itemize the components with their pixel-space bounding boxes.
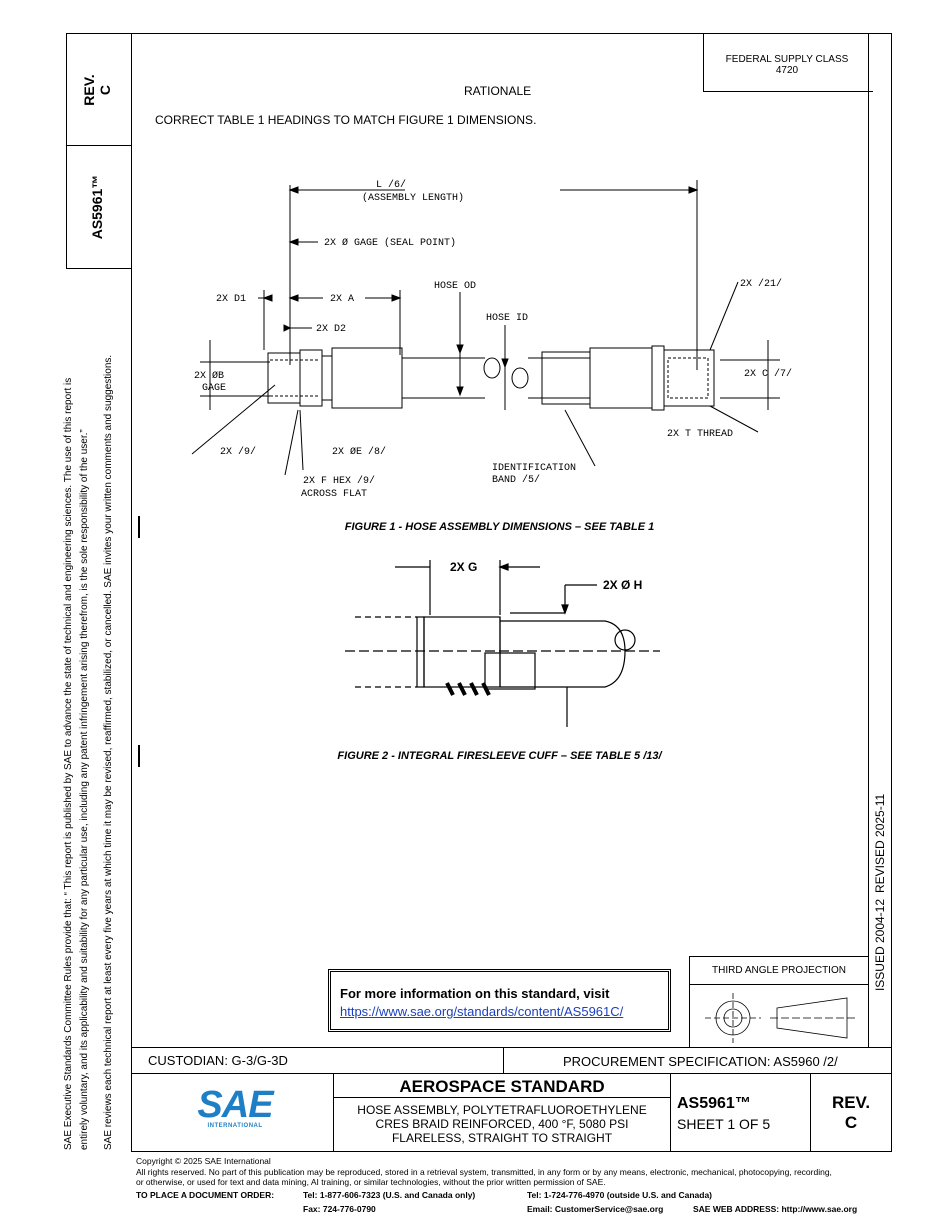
disclaimer-line-3: SAE reviews each technical report at lea… (103, 354, 114, 1150)
label-g: 2X G (450, 560, 477, 574)
label-9: 2X /9/ (220, 446, 256, 458)
custodian: CUSTODIAN: G-3/G-3D (148, 1053, 288, 1068)
order-label: TO PLACE A DOCUMENT ORDER: (136, 1190, 275, 1200)
sae-logo: SAE INTERNATIONAL (197, 1084, 273, 1129)
document-number: AS5961™ (677, 1095, 751, 1112)
issued-date: ISSUED 2004-12 (873, 898, 887, 992)
disclaimer-line-2: entirely voluntary, and its applicabilit… (79, 429, 90, 1150)
tel-us: Tel: 1-877-606-7323 (U.S. and Canada onl… (303, 1190, 476, 1200)
footer: Copyright © 2025 SAE International All r… (136, 1156, 916, 1188)
label-thread: 2X T THREAD (667, 429, 733, 440)
projection-label: THIRD ANGLE PROJECTION (712, 965, 846, 976)
standard-link[interactable]: https://www.sae.org/standards/content/AS… (340, 1004, 624, 1019)
revision-label: REV. C (81, 74, 113, 106)
figure-1-caption: FIGURE 1 - HOSE ASSEMBLY DIMENSIONS – SE… (344, 521, 655, 533)
label-b-gage: GAGE (202, 383, 226, 394)
web-address[interactable]: SAE WEB ADDRESS: http://www.sae.org (693, 1204, 858, 1214)
label-length: L /6/ (376, 179, 406, 191)
label-assembly-length: (ASSEMBLY LENGTH) (362, 192, 464, 204)
firesleeve-cuff-drawing: 2X G 2X Ø H (345, 560, 660, 727)
revised-date: REVISED 2025-11 (873, 793, 887, 893)
rights-line-2: or otherwise, or used for text and data … (136, 1177, 606, 1187)
document-title: HOSE ASSEMBLY, POLYTETRAFLUOROETHYLENE C… (357, 1103, 647, 1145)
label-hose-id: HOSE ID (486, 313, 528, 324)
label-b: 2X ØB (194, 370, 224, 382)
standard-type: AEROSPACE STANDARD (399, 1077, 605, 1096)
rationale-heading: RATIONALE (464, 84, 532, 98)
label-hose-od: HOSE OD (434, 281, 476, 292)
label-band: BAND /5/ (492, 474, 540, 486)
label-21: 2X /21/ (740, 278, 782, 290)
supply-class: FEDERAL SUPPLY CLASS 4720 (725, 54, 849, 76)
disclaimer-line-1: SAE Executive Standards Committee Rules … (63, 377, 74, 1150)
procurement-spec: PROCUREMENT SPECIFICATION: AS5960 /2/ (563, 1054, 838, 1069)
label-gage: 2X Ø GAGE (SEAL POINT) (324, 237, 456, 249)
rights-line-1: All rights reserved. No part of this pub… (136, 1166, 832, 1177)
label-d2: 2X D2 (316, 324, 346, 335)
label-hex: 2X F HEX /9/ (303, 475, 375, 487)
tel-intl: Tel: 1-724-776-4970 (outside U.S. and Ca… (527, 1190, 713, 1200)
info-box: For more information on this standard, v… (328, 969, 671, 1032)
revision: REV. C (831, 1093, 871, 1132)
third-angle-projection-icon (705, 993, 857, 1043)
sheet-number: SHEET 1 OF 5 (677, 1116, 771, 1132)
fax: Fax: 724-776-0790 (303, 1204, 376, 1214)
info-text: For more information on this standard, v… (340, 986, 610, 1001)
email[interactable]: Email: CustomerService@sae.org (527, 1204, 664, 1214)
label-d1: 2X D1 (216, 294, 246, 305)
rationale-text: CORRECT TABLE 1 HEADINGS TO MATCH FIGURE… (155, 113, 537, 127)
label-c: 2X C /7/ (744, 368, 792, 380)
figure-2-caption: FIGURE 2 - INTEGRAL FIRESLEEVE CUFF – SE… (337, 750, 662, 762)
label-a: 2X A (330, 294, 354, 305)
hose-assembly-drawing: L /6/ (ASSEMBLY LENGTH) 2X Ø GAGE (SEAL … (191, 179, 792, 500)
label-h: 2X Ø H (603, 578, 642, 592)
label-identification: IDENTIFICATION (492, 463, 576, 474)
label-across-flat: ACROSS FLAT (301, 489, 367, 500)
document-number-side: AS5961™ (89, 174, 105, 240)
copyright: Copyright © 2025 SAE International (136, 1156, 271, 1166)
label-e: 2X ØE /8/ (332, 446, 386, 458)
